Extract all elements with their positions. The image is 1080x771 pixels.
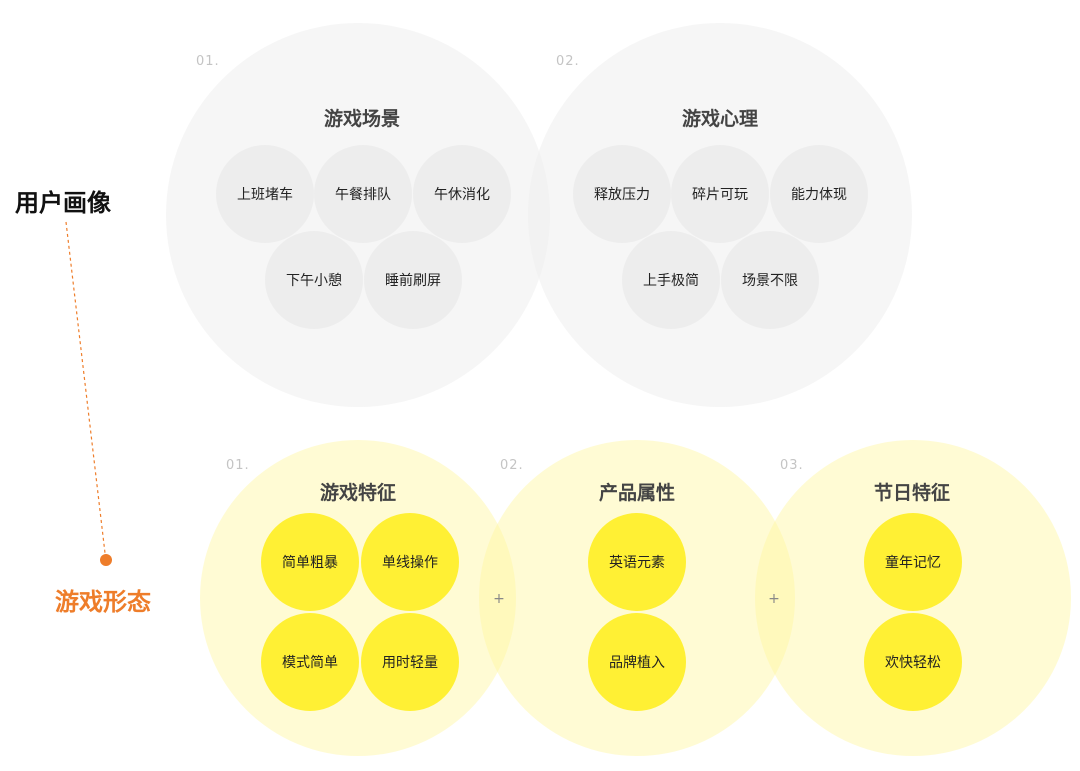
tag: 碎片可玩 xyxy=(671,145,769,243)
tag: 场景不限 xyxy=(721,231,819,329)
tag: 欢快轻松 xyxy=(864,613,962,711)
group-title: 游戏场景 xyxy=(323,108,401,130)
tag: 英语元素 xyxy=(588,513,686,611)
tag: 用时轻量 xyxy=(361,613,459,711)
plus-icon: + xyxy=(768,591,780,607)
tag: 能力体现 xyxy=(770,145,868,243)
group-title: 游戏心理 xyxy=(681,108,759,130)
plus-icon: + xyxy=(493,591,505,607)
group-title: 游戏特征 xyxy=(319,482,397,504)
game-form-label: 游戏形态 xyxy=(55,588,151,616)
group-title: 产品属性 xyxy=(598,482,676,504)
tag: 下午小憩 xyxy=(265,231,363,329)
tag: 模式简单 xyxy=(261,613,359,711)
tag: 上手极简 xyxy=(622,231,720,329)
group-number: 01. xyxy=(226,458,250,473)
user-profile-label: 用户画像 xyxy=(15,189,111,217)
tag: 午休消化 xyxy=(413,145,511,243)
group-title: 节日特征 xyxy=(873,482,951,504)
group-number: 03. xyxy=(780,458,804,473)
group-number: 02. xyxy=(500,458,524,473)
tag: 品牌植入 xyxy=(588,613,686,711)
tag: 睡前刷屏 xyxy=(364,231,462,329)
group-number: 01. xyxy=(196,54,220,69)
connector-dot xyxy=(100,554,112,566)
tag: 简单粗暴 xyxy=(261,513,359,611)
tag: 午餐排队 xyxy=(314,145,412,243)
tag: 释放压力 xyxy=(573,145,671,243)
tag: 童年记忆 xyxy=(864,513,962,611)
tag: 上班堵车 xyxy=(216,145,314,243)
tag: 单线操作 xyxy=(361,513,459,611)
game-feature-circle xyxy=(200,440,516,756)
group-number: 02. xyxy=(556,54,580,69)
